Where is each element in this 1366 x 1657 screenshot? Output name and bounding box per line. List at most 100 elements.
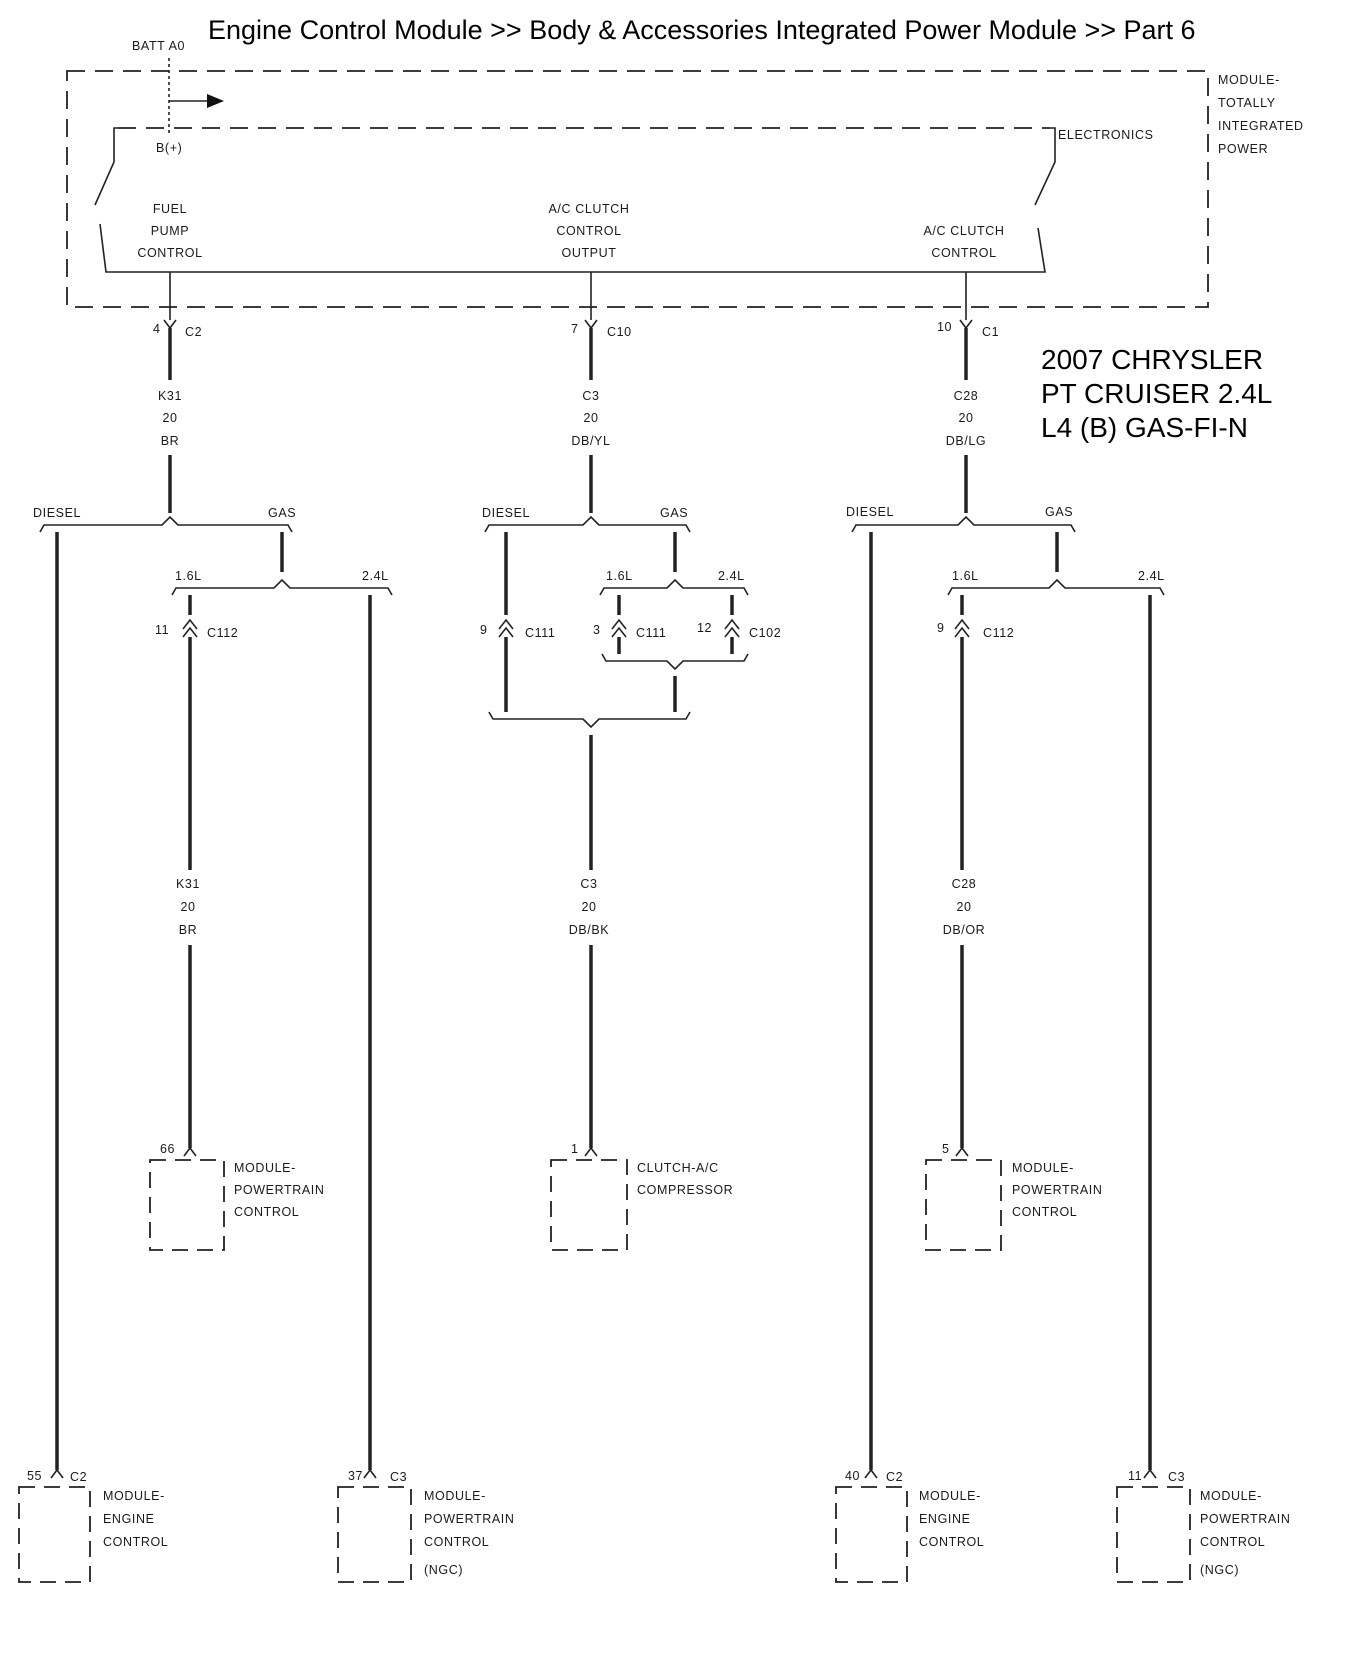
tipm-name-2: TOTALLY bbox=[1218, 96, 1276, 110]
bottom-comp-2-line-2: POWERTRAIN bbox=[424, 1512, 515, 1526]
connector-c112-2-icon bbox=[954, 618, 970, 638]
tipm-name-3: INTEGRATED bbox=[1218, 119, 1304, 133]
bplus-label: B(+) bbox=[156, 141, 182, 155]
option-split-2 bbox=[171, 578, 393, 596]
pcm-component-right bbox=[925, 1159, 1002, 1251]
upper-wire-2-gauge: 20 bbox=[583, 411, 598, 425]
top-pin-1: 4 bbox=[153, 322, 161, 336]
fuel-pump-label-3: CONTROL bbox=[137, 246, 202, 260]
electronics-outline bbox=[94, 127, 1056, 273]
bottom-comp-3-line-1: MODULE- bbox=[919, 1489, 981, 1503]
upper-wire-3-color: DB/LG bbox=[946, 434, 987, 448]
top-conn-1: C2 bbox=[185, 325, 202, 339]
bottom-comp-4-pin: 11 bbox=[1128, 1469, 1142, 1483]
pin-40-icon bbox=[864, 1468, 878, 1479]
bottom-comp-3-pin: 40 bbox=[845, 1469, 860, 1483]
lower-wire-2-circuit: C3 bbox=[580, 877, 597, 891]
connector-c102-icon bbox=[724, 618, 740, 638]
bottom-comp-2-line-1: MODULE- bbox=[424, 1489, 486, 1503]
option-24l-2: 2.4L bbox=[718, 569, 745, 583]
mid-conn-5: C112 bbox=[983, 626, 1014, 640]
mid-comp-3-pin: 5 bbox=[942, 1142, 950, 1156]
lower-wire-1-circuit: K31 bbox=[176, 877, 200, 891]
option-gas-3: GAS bbox=[1045, 505, 1073, 519]
lower-wire-3-color: DB/OR bbox=[943, 923, 986, 937]
lower-wire-3-gauge: 20 bbox=[956, 900, 971, 914]
mid-pin-5: 9 bbox=[937, 621, 945, 635]
fuel-pump-label-2: PUMP bbox=[151, 224, 190, 238]
bottom-comp-3-conn: C2 bbox=[886, 1470, 903, 1484]
tipm-name-4: POWER bbox=[1218, 142, 1268, 156]
mid-comp-2-line-1: CLUTCH-A/C bbox=[637, 1161, 719, 1175]
bottom-comp-2-pin: 37 bbox=[348, 1469, 363, 1483]
ecm-component-left bbox=[18, 1486, 91, 1583]
diagram-title: Engine Control Module >> Body & Accessor… bbox=[208, 15, 1196, 45]
bottom-comp-4-conn: C3 bbox=[1168, 1470, 1185, 1484]
ac-output-label-1: A/C CLUTCH bbox=[548, 202, 629, 216]
option-24l-1: 2.4L bbox=[362, 569, 389, 583]
mid-comp-2-pin: 1 bbox=[571, 1142, 579, 1156]
top-conn-2: C10 bbox=[607, 325, 632, 339]
bottom-comp-1-line-1: MODULE- bbox=[103, 1489, 165, 1503]
ac-control-label-2: CONTROL bbox=[931, 246, 996, 260]
pin-1-icon bbox=[584, 1146, 598, 1157]
option-diesel-1: DIESEL bbox=[33, 506, 81, 520]
upper-wire-2-color: DB/YL bbox=[571, 434, 610, 448]
option-split-1 bbox=[39, 515, 293, 533]
connector-c1-top-icon bbox=[959, 319, 973, 330]
mid-comp-3-line-1: MODULE- bbox=[1012, 1161, 1074, 1175]
mid-pin-3: 3 bbox=[593, 623, 601, 637]
mid-comp-1-pin: 66 bbox=[160, 1142, 175, 1156]
mid-comp-3-line-3: CONTROL bbox=[1012, 1205, 1077, 1219]
ac-output-label-2: CONTROL bbox=[556, 224, 621, 238]
mid-comp-3-line-2: POWERTRAIN bbox=[1012, 1183, 1103, 1197]
option-gas-2: GAS bbox=[660, 506, 688, 520]
upper-wire-1-gauge: 20 bbox=[162, 411, 177, 425]
pin-66-icon bbox=[183, 1146, 197, 1157]
mid-conn-1: C112 bbox=[207, 626, 238, 640]
lower-wire-3-circuit: C28 bbox=[952, 877, 977, 891]
bottom-comp-4-line-1: MODULE- bbox=[1200, 1489, 1262, 1503]
option-split-5 bbox=[851, 515, 1076, 533]
connector-c112-1-icon bbox=[182, 618, 198, 638]
mid-comp-1-line-2: POWERTRAIN bbox=[234, 1183, 325, 1197]
ac-output-label-3: OUTPUT bbox=[562, 246, 617, 260]
option-diesel-3: DIESEL bbox=[846, 505, 894, 519]
mid-comp-1-line-3: CONTROL bbox=[234, 1205, 299, 1219]
upper-wire-3-circuit: C28 bbox=[954, 389, 979, 403]
bottom-comp-2-line-3: CONTROL bbox=[424, 1535, 489, 1549]
electronics-label: ELECTRONICS bbox=[1058, 128, 1154, 142]
connector-c2-top-icon bbox=[163, 319, 177, 330]
top-pin-3: 10 bbox=[937, 320, 952, 334]
fuel-pump-label-1: FUEL bbox=[153, 202, 187, 216]
option-join-1 bbox=[601, 653, 749, 671]
lower-wire-1-gauge: 20 bbox=[180, 900, 195, 914]
top-conn-3: C1 bbox=[982, 325, 999, 339]
mid-pin-2: 9 bbox=[480, 623, 488, 637]
connector-c111-1-icon bbox=[498, 618, 514, 638]
bottom-comp-4-line-3: CONTROL bbox=[1200, 1535, 1265, 1549]
upper-wire-1-color: BR bbox=[161, 434, 180, 448]
option-16l-1: 1.6L bbox=[175, 569, 202, 583]
option-16l-3: 1.6L bbox=[952, 569, 979, 583]
lower-wire-2-color: DB/BK bbox=[569, 923, 610, 937]
bottom-comp-2-line-4: (NGC) bbox=[424, 1563, 463, 1577]
bottom-comp-1-pin: 55 bbox=[27, 1469, 42, 1483]
ac-compressor-clutch bbox=[550, 1159, 628, 1251]
bottom-comp-1-conn: C2 bbox=[70, 1470, 87, 1484]
bottom-comp-1-line-2: ENGINE bbox=[103, 1512, 155, 1526]
option-split-3 bbox=[484, 515, 691, 533]
tipm-name-1: MODULE- bbox=[1218, 73, 1280, 87]
mid-conn-2: C111 bbox=[525, 626, 555, 640]
mid-pin-1: 11 bbox=[155, 623, 169, 637]
mid-pin-4: 12 bbox=[697, 621, 712, 635]
batt-label: BATT A0 bbox=[132, 39, 185, 53]
vehicle-line-3: L4 (B) GAS-FI-N bbox=[1041, 412, 1248, 443]
tipm-module-box bbox=[66, 70, 1209, 308]
option-split-6 bbox=[947, 578, 1165, 596]
pcm-ngc-component-right bbox=[1116, 1486, 1191, 1583]
batt-arrow-icon bbox=[207, 94, 224, 108]
pin-55-icon bbox=[50, 1468, 64, 1479]
upper-wire-2-circuit: C3 bbox=[582, 389, 599, 403]
